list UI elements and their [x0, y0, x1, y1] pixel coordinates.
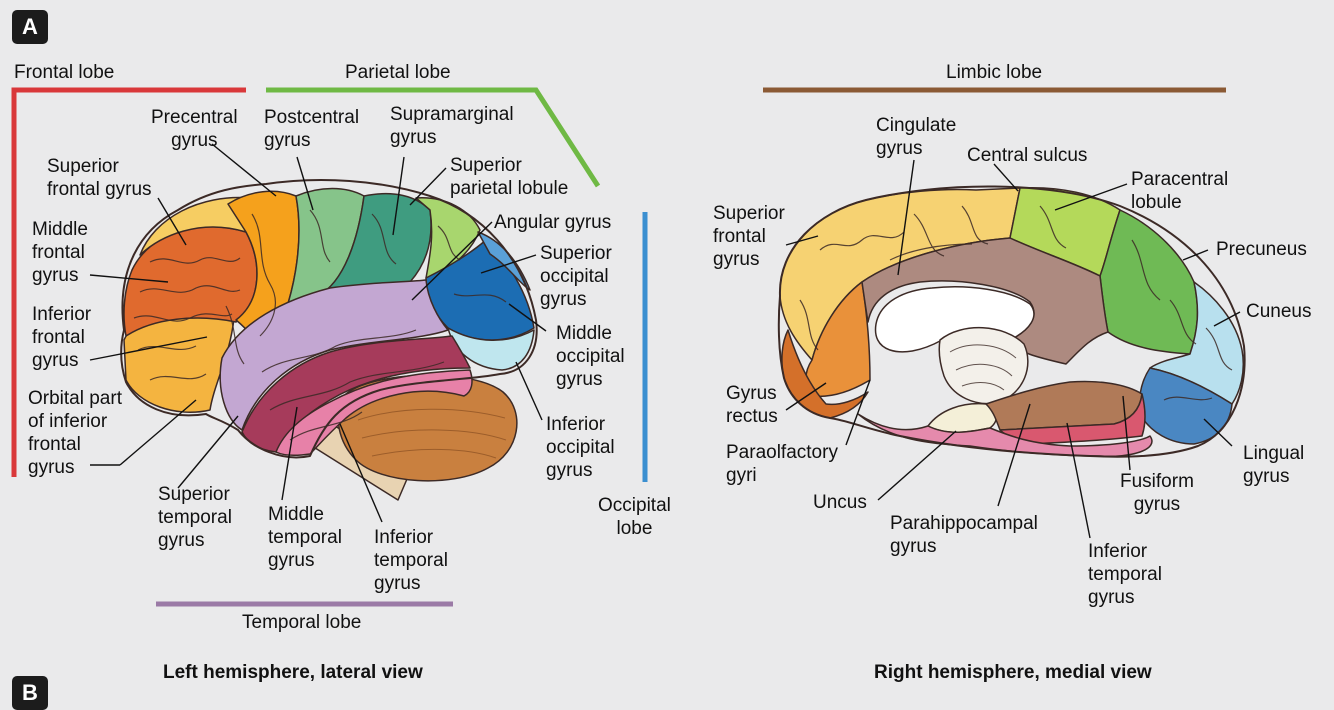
lateral-superior-frontal-gyrus-label: Superior frontal gyrus	[47, 156, 152, 200]
medial-inferior-temporal-gyrus-label: Inferior temporal gyrus	[1088, 541, 1162, 608]
lateral-view-title: Left hemisphere, lateral view	[163, 662, 423, 683]
precuneus-label: Precuneus	[1216, 239, 1307, 260]
cuneus-label: Cuneus	[1246, 301, 1312, 322]
lingual-gyrus-label: Lingual gyrus	[1243, 443, 1305, 487]
frontal-lobe-label: Frontal lobe	[14, 62, 115, 83]
cingulate-gyrus-label: Cingulate gyrus	[876, 115, 957, 159]
brain-diagram	[11, 87, 1246, 607]
superior-occipital-gyrus-label: Superior occipital gyrus	[540, 243, 612, 310]
inferior-temporal-medial-region	[857, 413, 1153, 458]
fusiform-gyrus-label: Fusiform gyrus	[1120, 471, 1194, 515]
frontal-lobe-bracket	[11, 87, 246, 477]
precentral-gyrus-label: Precentral gyrus	[151, 107, 238, 151]
central-sulcus-label: Central sulcus	[967, 145, 1088, 166]
superior-occipital-region	[477, 231, 531, 291]
angular-gyrus-label: Angular gyrus	[494, 212, 612, 233]
parietal-lobe-bracket	[266, 87, 601, 188]
medial-view-title: Right hemisphere, medial view	[874, 662, 1152, 683]
superior-temporal-region	[219, 279, 449, 431]
leader-lines	[89, 143, 1241, 539]
superior-temporal-gyrus-label: Superior temporal gyrus	[158, 484, 232, 551]
middle-occipital-gyrus-label: Middle occipital gyrus	[556, 323, 625, 390]
paracentral-lobule-label: Paracentral lobule	[1131, 169, 1229, 213]
inferior-occipital-region	[447, 327, 535, 371]
inferior-frontal-gyrus-label: Inferior frontal gyrus	[32, 304, 92, 371]
parietal-lobe-label: Parietal lobe	[345, 62, 451, 83]
postcentral-gyrus-label: Postcentral gyrus	[264, 107, 360, 151]
lateral-hemisphere-outline	[120, 179, 538, 459]
middle-frontal-gyrus-label: Middle frontal gyrus	[32, 219, 88, 286]
medial-hemisphere-outline	[777, 185, 1246, 458]
parahippocampal-gyrus-label: Parahippocampal gyrus	[890, 513, 1038, 557]
middle-temporal-gyrus-label: Middle temporal gyrus	[268, 504, 342, 571]
limbic-lobe-label: Limbic lobe	[946, 62, 1043, 83]
lobe-brackets	[11, 87, 1226, 607]
medial-superior-frontal-gyrus-label: Superior frontal gyrus	[713, 203, 785, 270]
occipital-lobe-label: Occipital lobe	[598, 495, 671, 539]
inferior-occipital-gyrus-label: Inferior occipital gyrus	[546, 414, 615, 481]
lateral-inferior-temporal-gyrus-label: Inferior temporal gyrus	[374, 527, 448, 594]
gyrus-rectus-label: Gyrus rectus	[726, 383, 778, 427]
panel-label-a: A	[12, 10, 48, 44]
supramarginal-gyrus-label: Supramarginal gyrus	[390, 104, 514, 148]
superior-parietal-lobule-label: Superior parietal lobule	[450, 155, 569, 199]
uncus-label: Uncus	[813, 492, 867, 513]
orbital-inferior-frontal-gyrus-label: Orbital part of inferior frontal gyrus	[28, 388, 122, 478]
paraolfactory-gyri-label: Paraolfactory gyri	[726, 442, 838, 486]
precuneus-region	[1099, 209, 1199, 355]
thalamus-region	[938, 327, 1029, 405]
cingulate-region	[861, 237, 1109, 365]
medial-brain	[777, 185, 1246, 458]
lateral-brain	[120, 179, 538, 501]
temporal-lobe-label: Temporal lobe	[242, 612, 362, 633]
